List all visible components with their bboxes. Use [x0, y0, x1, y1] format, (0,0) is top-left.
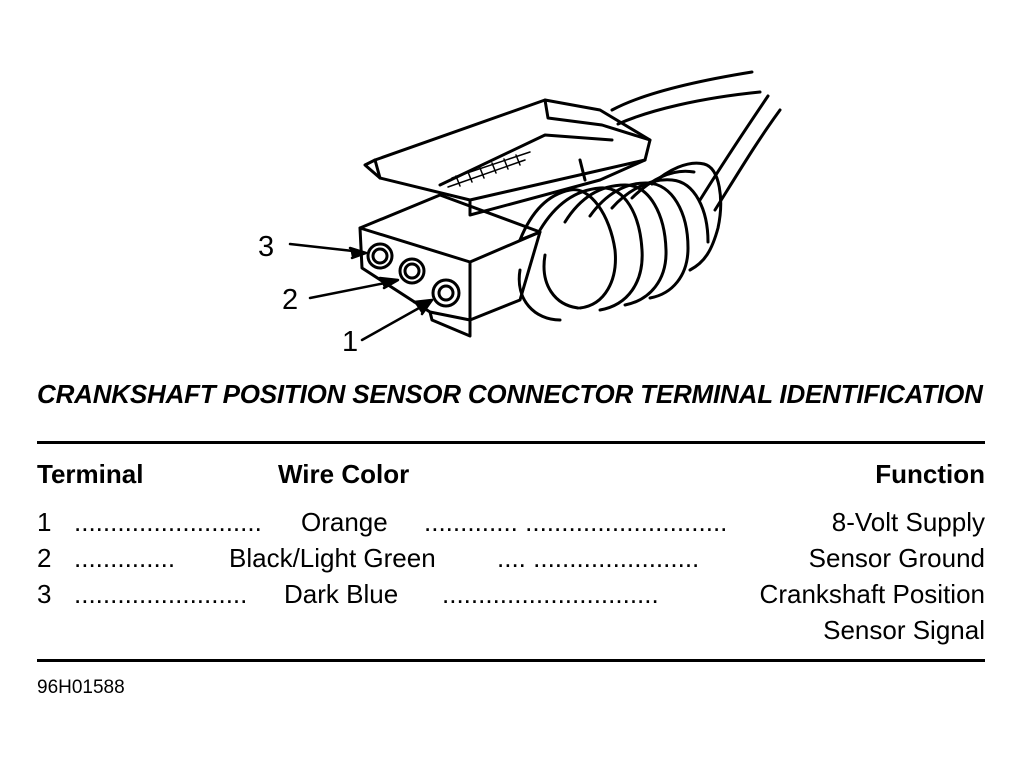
connector-illustration: [288, 70, 782, 342]
header-rule: [37, 441, 985, 444]
callout-1-label: 1: [342, 326, 359, 358]
leader-dots: ............. ..........................…: [424, 507, 728, 537]
column-header-function: Function: [875, 459, 985, 489]
function-text-continued: Sensor Signal: [823, 615, 985, 645]
column-header-wire-color: Wire Color: [278, 459, 410, 489]
leader-dots: ..........................: [74, 507, 262, 537]
callout-3-label: 3: [258, 231, 275, 263]
function-text: Crankshaft Position: [759, 579, 985, 609]
page-title: CRANKSHAFT POSITION SENSOR CONNECTOR TER…: [37, 379, 983, 409]
figure-id: 96H01588: [37, 677, 125, 698]
leader-dots: ..............................: [442, 579, 659, 609]
terminal-number: 1: [37, 507, 52, 537]
column-header-terminal: Terminal: [37, 459, 144, 489]
function-text: Sensor Ground: [808, 543, 985, 573]
leader-dots: ........................: [74, 579, 248, 609]
callout-arrows: [288, 242, 434, 342]
function-text: 8-Volt Supply: [831, 507, 985, 537]
leader-dots: .... .......................: [497, 543, 700, 573]
wire-color: Black/Light Green: [229, 543, 436, 573]
callout-2-label: 2: [282, 284, 299, 316]
wire-color: Dark Blue: [284, 579, 399, 609]
terminal-number: 3: [37, 579, 52, 609]
wire-color: Orange: [301, 507, 388, 537]
terminal-number: 2: [37, 543, 52, 573]
footer-rule: [37, 659, 985, 662]
leader-dots: ..............: [74, 543, 176, 573]
